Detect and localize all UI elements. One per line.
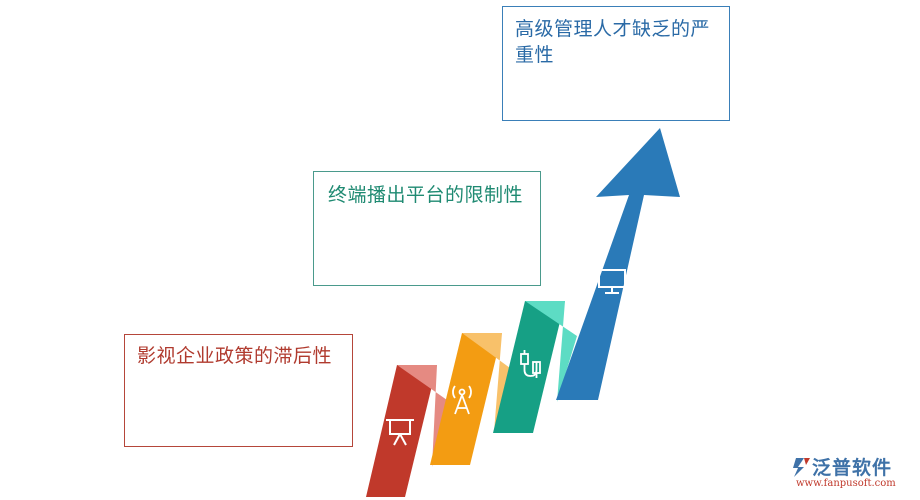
talent-shortage-label: 高级管理人才缺乏的严重性 — [515, 18, 711, 66]
monitor-icon — [598, 269, 626, 294]
platform-limit-label: 终端播出平台的限制性 — [328, 184, 524, 206]
orange-step-fold — [462, 333, 510, 432]
logo-mark-icon — [793, 458, 810, 477]
presentation-board-icon — [386, 419, 414, 446]
policy-lag-callout: 影视企业政策的滞后性 — [124, 334, 353, 447]
red-step-band — [366, 365, 437, 497]
watermark-logo: 泛普软件 www.fanpusoft.com — [790, 452, 915, 494]
red-step-fold — [397, 365, 447, 467]
broadcast-tower-icon — [452, 385, 472, 415]
platform-limit-callout: 终端播出平台的限制性 — [313, 171, 541, 286]
talent-shortage-callout: 高级管理人才缺乏的严重性 — [502, 6, 730, 121]
usb-cable-icon — [520, 350, 541, 378]
orange-step-band — [430, 333, 502, 465]
blue-arrow — [556, 128, 680, 400]
green-step-band — [493, 301, 565, 433]
logo-name: 泛普软件 — [812, 457, 893, 479]
policy-lag-label: 影视企业政策的滞后性 — [137, 345, 333, 367]
green-step-fold — [525, 301, 577, 402]
logo-url: www.fanpusoft.com — [796, 478, 896, 489]
